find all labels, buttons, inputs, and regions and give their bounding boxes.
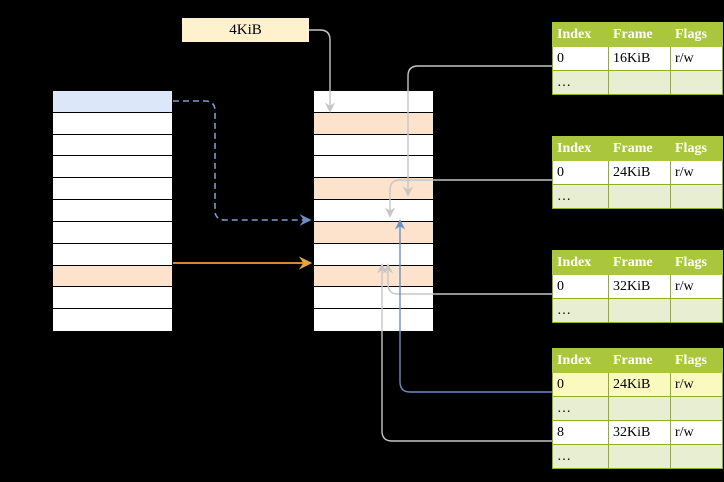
page-table-2-header-index: Index [552, 136, 609, 161]
physical-frame-row-10 [314, 309, 433, 331]
physical-frame-row-0 [314, 91, 433, 113]
page-table-3-r0-flags: r/w [670, 274, 723, 299]
virtual-page-row-1 [53, 112, 172, 135]
physical-frame-row-6 [314, 221, 433, 244]
page-table-1-r1-index: … [552, 70, 609, 95]
physical-frame-row-5 [314, 200, 433, 222]
page-table-3-r0-frame: 32KiB [608, 274, 671, 299]
virtual-page-row-2 [53, 134, 172, 157]
virtual-page-row-3 [53, 156, 172, 179]
virtual-page-row-10 [53, 309, 172, 331]
physical-frame-row-8 [314, 265, 433, 288]
page-table-3-row: … [552, 298, 723, 323]
page-table-3-header-flags: Flags [670, 250, 723, 275]
page-table-1-r1-frame [608, 70, 671, 95]
page-table-4-r3-flags [670, 444, 723, 469]
page-table-2-r1-index: … [552, 184, 609, 209]
virtual-page-row-6 [53, 221, 172, 244]
page-table-3-r1-index: … [552, 298, 609, 323]
page-table-2-row: … [552, 184, 723, 209]
virtual-page-row-4 [53, 178, 172, 201]
page-table-2-r0-index: 0 [552, 160, 609, 185]
page-table-1-r0-frame: 16KiB [608, 46, 671, 71]
page-table-3-r1-frame [608, 298, 671, 323]
page-table-2-header-flags: Flags [670, 136, 723, 161]
page-table-1-row: … [552, 70, 723, 95]
virtual-page-row-8 [53, 265, 172, 288]
page-table-4-r0-flags: r/w [670, 372, 723, 397]
page-table-4-r2-flags: r/w [670, 420, 723, 445]
page-table-4-r0-frame: 24KiB [608, 372, 671, 397]
page-table-4-r3-index: … [552, 444, 609, 469]
page-table-3-r0-index: 0 [552, 274, 609, 299]
page-table-4-r2-index: 8 [552, 420, 609, 445]
virtual-page-row-5 [53, 200, 172, 222]
page-table-4-header-flags: Flags [670, 348, 723, 373]
page-table-1-header-index: Index [552, 22, 609, 47]
virtual-page-row-7 [53, 243, 172, 266]
page-table-1-r1-flags [670, 70, 723, 95]
page-table-4-r1-index: … [552, 396, 609, 421]
page-table-4-r3-frame [608, 444, 671, 469]
physical-frame-row-9 [314, 287, 433, 310]
page-table-4-r0-index: 0 [552, 372, 609, 397]
frame-size-label-text: 4KiB [229, 22, 262, 38]
virtual-page-row-9 [53, 287, 172, 310]
physical-frame-row-1 [314, 112, 433, 135]
page-table-4-r1-frame [608, 396, 671, 421]
page-table-4-header-frame: Frame [608, 348, 671, 373]
page-table-3-header-frame: Frame [608, 250, 671, 275]
page-table-1-r0-index: 0 [552, 46, 609, 71]
frame-size-label: 4KiB [182, 18, 309, 42]
page-table-4-header-index: Index [552, 348, 609, 373]
page-table-2-header-frame: Frame [608, 136, 671, 161]
page-table-4-row: … [552, 444, 723, 469]
page-table-2-r1-flags [670, 184, 723, 209]
wire-virtual-page-dashed [173, 100, 312, 226]
physical-frame-row-3 [314, 156, 433, 179]
page-table-3-header-index: Index [552, 250, 609, 275]
virtual-page-row-0 [53, 91, 172, 113]
page-table-1-header-flags: Flags [670, 22, 723, 47]
page-table-4-r1-flags [670, 396, 723, 421]
page-table-4-r2-frame: 32KiB [608, 420, 671, 445]
page-table-1-r0-flags: r/w [670, 46, 723, 71]
page-table-1-header-frame: Frame [608, 22, 671, 47]
physical-frame-row-2 [314, 134, 433, 157]
page-table-2-r1-frame [608, 184, 671, 209]
virtual-address-space-column [52, 90, 173, 331]
physical-memory-column [313, 90, 434, 331]
page-table-3-r1-flags [670, 298, 723, 323]
page-table-2-r0-frame: 24KiB [608, 160, 671, 185]
page-table-4-row: … [552, 396, 723, 421]
page-table-2-r0-flags: r/w [670, 160, 723, 185]
physical-frame-row-4 [314, 178, 433, 201]
physical-frame-row-7 [314, 243, 433, 266]
